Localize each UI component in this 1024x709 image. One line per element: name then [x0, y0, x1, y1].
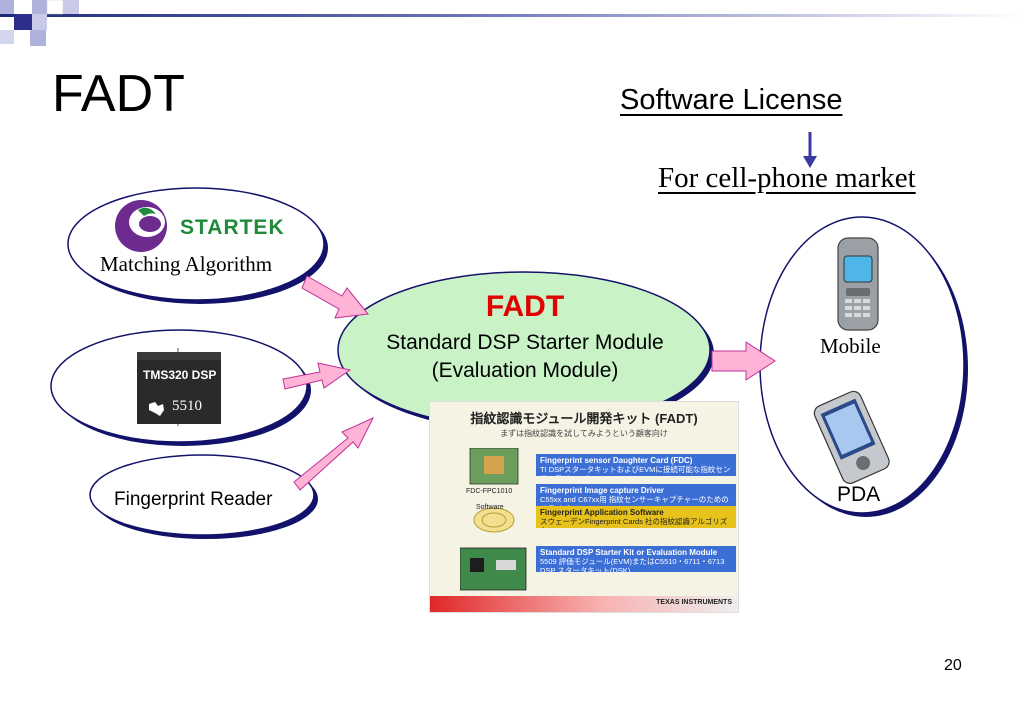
slide-title: FADT [52, 65, 185, 123]
kit-software-label: Software [476, 504, 504, 511]
kit-band-fdc: Fingerprint sensor Daughter Card (FDC) T… [536, 454, 736, 476]
pda-icon [813, 390, 890, 484]
startek-logo-text: STARTEK [180, 216, 285, 239]
kit-band-title: Standard DSP Starter Kit or Evaluation M… [540, 548, 718, 557]
mobile-label: Mobile [820, 334, 881, 358]
fadt-kit-image: 指紋認識モジュール開発キット (FADT) まずは指紋認識を試してみようという顧… [430, 402, 738, 612]
fingerprint-reader-label: Fingerprint Reader [114, 489, 273, 510]
kit-subtitle: まずは指紋認識を試してみようという顧客向け [500, 429, 668, 438]
kit-board-label: FDC-FPC1010 [466, 488, 513, 495]
kit-band-title: Fingerprint Application Software [540, 508, 664, 517]
kit-footer: TEXAS INSTRUMENTS [430, 596, 738, 612]
corner-decoration [0, 0, 1024, 46]
kit-band-desc: TI DSPスタータキットおよびEVMに接続可能な指紋センサーモジュール [540, 465, 731, 476]
kit-band-driver: Fingerprint Image capture Driver C55xx a… [536, 484, 736, 506]
center-title: FADT [485, 290, 565, 323]
center-line1: Standard DSP Starter Module [386, 331, 664, 354]
arrow-fadt-to-devices [711, 341, 776, 381]
arrow-reader-to-fadt [293, 416, 375, 491]
center-line2: (Evaluation Module) [431, 359, 619, 382]
kit-band-desc: スウェーデンFingerprint Cards 社の指紋認識アルゴリズム [540, 517, 728, 528]
arrow-startek-to-fadt [301, 275, 369, 319]
dsp-chip-brand: TMS320 DSP [143, 368, 217, 382]
page-number: 20 [944, 657, 962, 674]
reader-node [89, 454, 318, 539]
center-node [337, 271, 714, 432]
software-license-label: Software License [620, 84, 843, 116]
kit-band-dsk: Standard DSP Starter Kit or Evaluation M… [536, 546, 736, 572]
devices-node [759, 216, 968, 517]
kit-band-desc: C55xx and C67xx用 指紋センサーキャプチャーのためのドライバ [540, 495, 729, 506]
kit-band-title: Fingerprint Image capture Driver [540, 486, 665, 495]
dsp-chip-icon [137, 348, 221, 426]
startek-logo: STARTEK [115, 200, 285, 252]
dsp-chip-model: 5510 [172, 398, 202, 414]
kit-title: 指紋認識モジュール開発キット (FADT) [470, 411, 698, 426]
kit-hardware-icons [460, 448, 527, 591]
mobile-phone-icon [837, 237, 879, 331]
cell-phone-market-label: For cell-phone market [658, 162, 916, 194]
startek-node [67, 187, 328, 304]
kit-band-title: Fingerprint sensor Daughter Card (FDC) [540, 456, 693, 465]
kit-band-software: Fingerprint Application Software スウェーデンF… [536, 506, 736, 528]
kit-band-desc: 5509 評価モジュール(EVM)またはC5510・6711・6713 DSP … [540, 557, 725, 572]
down-arrow [803, 132, 817, 168]
kit-footer-text: TEXAS INSTRUMENTS [656, 599, 732, 606]
matching-algorithm-label: Matching Algorithm [100, 252, 273, 276]
arrow-dsp-to-fadt [282, 362, 352, 390]
pda-label: PDA [837, 483, 881, 506]
